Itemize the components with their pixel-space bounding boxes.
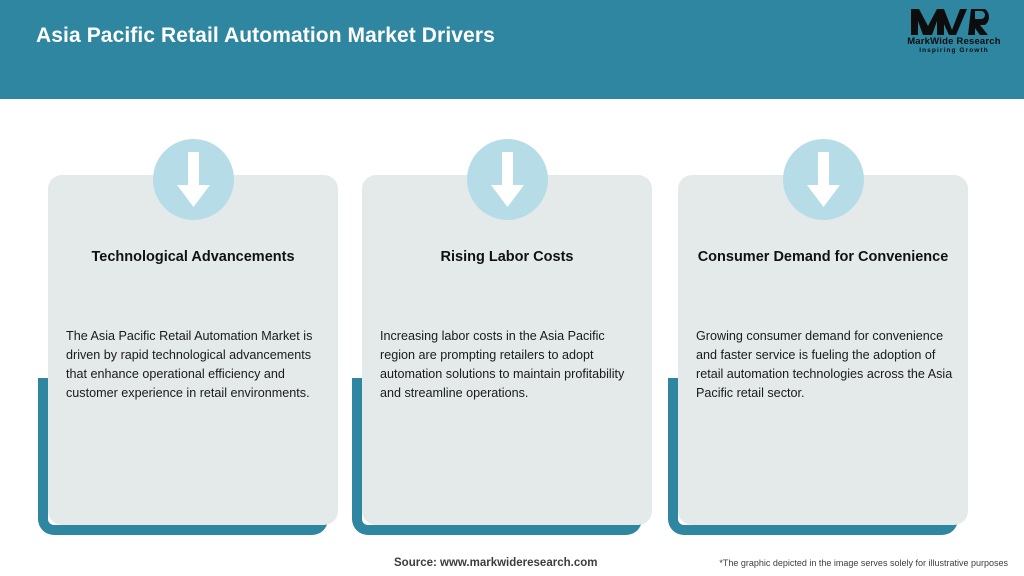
down-arrow-glyph [491,152,524,207]
card-body-text: Growing consumer demand for convenience … [696,329,953,401]
header-bar [0,0,1024,99]
down-arrow-icon [783,139,864,220]
down-arrow-glyph [177,152,210,207]
logo-company-name: MarkWide Research [907,36,1001,47]
brand-logo: MarkWide Research Inspiring Growth [902,8,1006,64]
card-panel: Consumer Demand for Convenience Growing … [678,175,968,525]
down-arrow-icon [153,139,234,220]
card-body-text: Increasing labor costs in the Asia Pacif… [380,329,625,401]
disclaimer-label: *The graphic depicted in the image serve… [719,558,1008,568]
card-body-text: The Asia Pacific Retail Automation Marke… [66,329,313,401]
card-heading: Technological Advancements [91,249,295,265]
card-panel: Technological Advancements The Asia Paci… [48,175,338,525]
card-heading: Consumer Demand for Convenience [697,249,949,265]
down-arrow-glyph [807,152,840,207]
driver-card-1[interactable]: Technological Advancements The Asia Paci… [38,139,338,535]
driver-card-2[interactable]: Rising Labor Costs Increasing labor cost… [352,139,652,535]
card-heading: Rising Labor Costs [440,249,574,265]
logo-tagline: Inspiring Growth [919,46,989,54]
card-panel: Rising Labor Costs Increasing labor cost… [362,175,652,525]
page-title: Asia Pacific Retail Automation Market Dr… [36,24,495,47]
driver-card-3[interactable]: Consumer Demand for Convenience Growing … [668,139,968,535]
mwr-monogram-icon [911,9,989,35]
down-arrow-icon [467,139,548,220]
source-label: Source: www.markwideresearch.com [394,557,598,569]
